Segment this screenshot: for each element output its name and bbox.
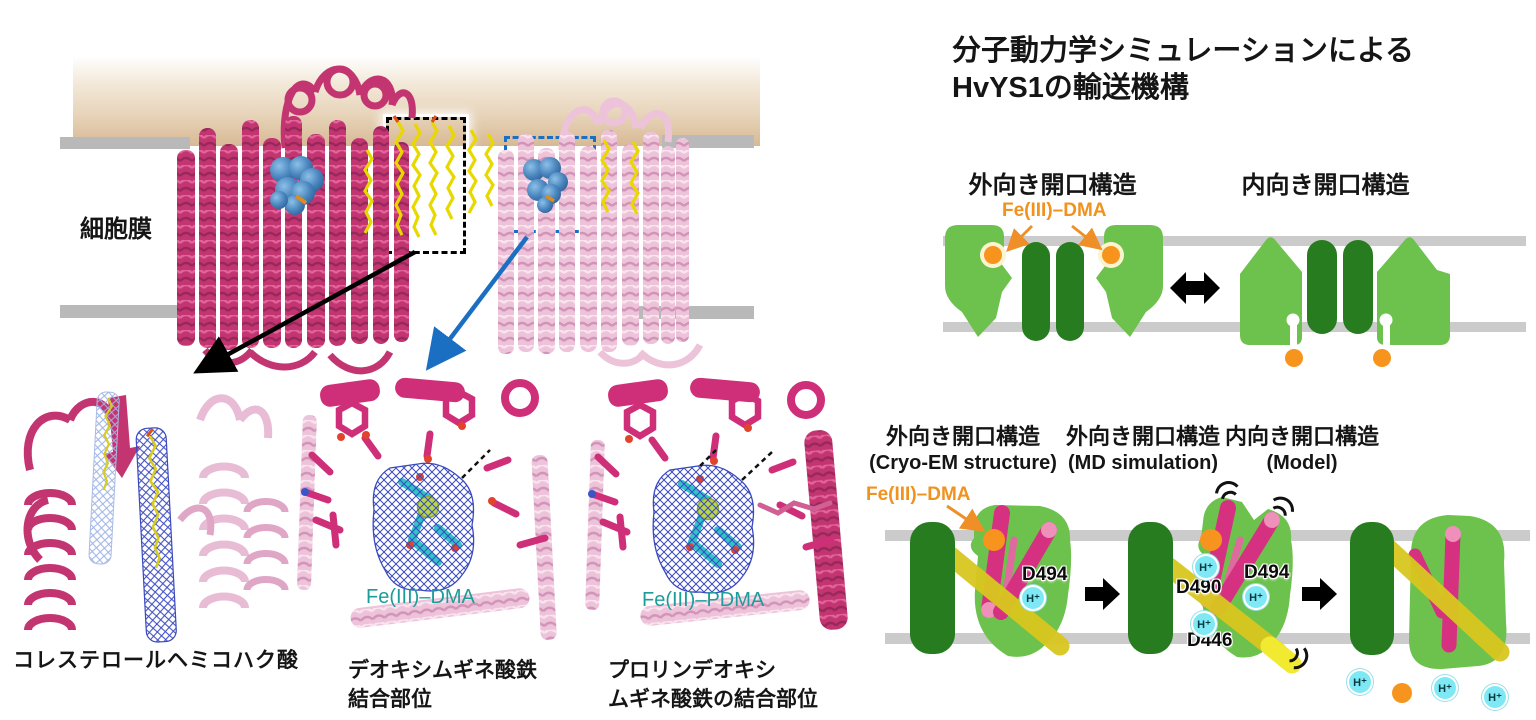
fe-dma-pointer-arrow: [946, 504, 986, 533]
chs-mesh-blue: [135, 427, 177, 643]
state2-label: 外向き開口構造 (MD simulation): [1048, 423, 1238, 477]
step-arrow-icon: [1302, 578, 1337, 610]
membrane-edge-bar: [60, 137, 190, 149]
panel-dma-site: [297, 377, 557, 640]
figure-title-line2: HvYS1の輸送機構: [952, 72, 1189, 104]
state-md: [1128, 478, 1313, 674]
state3-label-jp: 内向き開口構造: [1224, 424, 1379, 449]
residue-d490-state2: D490: [1176, 577, 1222, 598]
membrane-line: [885, 633, 1530, 644]
state1-label-jp: 外向き開口構造: [885, 424, 1040, 449]
h-bond-dashed: [699, 449, 773, 481]
panel3-caption-line2: ムギネ酸鉄の結合部位: [608, 688, 818, 711]
state2-label-jp: 外向き開口構造: [1065, 424, 1220, 449]
residue-d494-state2: D494: [1244, 562, 1290, 583]
outward-open-label-top: 外向き開口構造: [968, 172, 1137, 199]
panel3-caption-line1: プロリンデオキシ: [608, 659, 776, 682]
membrane-edge-bar: [60, 305, 178, 318]
protein-light-pink: [498, 97, 704, 369]
inward-open-state: [1240, 237, 1450, 367]
membrane-line: [943, 322, 1526, 332]
membrane-band: [73, 56, 760, 146]
state-model: [1350, 515, 1510, 703]
panel3-ligand-label: Fe(III)–PDMA: [642, 589, 765, 611]
inward-open-label-top: 内向き開口構造: [1241, 172, 1410, 199]
lipid-sticks: [363, 115, 640, 238]
proton-marker: H⁺: [1434, 677, 1456, 699]
panel2-ligand-label: Fe(III)–DMA: [366, 586, 475, 608]
proton-marker: H⁺: [1349, 671, 1371, 693]
residue-d446-state2: D446: [1187, 630, 1233, 651]
panel3-caption: プロリンデオキシ ムギネ酸鉄の結合部位: [608, 656, 818, 714]
panel2-caption: デオキシムギネ酸鉄 結合部位: [348, 656, 537, 714]
outward-open-state: [945, 224, 1163, 341]
fe-dma-label-bottom: Fe(III)–DMA: [866, 484, 971, 505]
panel-pdma-site: [585, 377, 848, 630]
fe-dma-spheres: [270, 156, 568, 215]
panel2-caption-line1: デオキシムギネ酸鉄: [348, 659, 537, 682]
density-mesh: [652, 464, 755, 594]
membrane-line: [943, 236, 1526, 246]
proton-marker: H⁺: [1195, 556, 1217, 578]
membrane-label: 細胞膜: [80, 216, 152, 243]
h-bond-dashed: [461, 449, 491, 479]
left-structure-graphic: [23, 65, 848, 643]
panel-chs-site: [23, 391, 289, 643]
right-schematic-graphic: [885, 224, 1530, 703]
state2-sublabel: (MD simulation): [1068, 452, 1218, 474]
chs-mesh-light: [88, 391, 120, 565]
proton-marker: H⁺: [1193, 613, 1215, 635]
proton-marker: H⁺: [1245, 586, 1267, 608]
protein-dark-pink: [177, 65, 416, 375]
panel1-caption: コレステロールヘミコハク酸: [13, 649, 299, 672]
figure-title: 分子動力学シミュレーションによる HvYS1の輸送機構: [952, 33, 1414, 107]
residue-d494-state1: D494: [1022, 564, 1068, 585]
proton-marker: H⁺: [1022, 587, 1044, 609]
step-arrow-icon: [1085, 578, 1120, 610]
double-headed-arrow-icon: [1170, 272, 1220, 304]
state1-sublabel: (Cryo-EM structure): [869, 452, 1057, 474]
proton-marker: H⁺: [1484, 686, 1506, 708]
state1-label: 外向き開口構造 (Cryo-EM structure): [868, 423, 1058, 477]
state-cryoem: [910, 505, 1072, 657]
density-mesh: [372, 462, 475, 592]
black-callout-arrow: [193, 250, 417, 374]
figure-title-line1: 分子動力学シミュレーションによる: [952, 35, 1414, 67]
blue-callout-arrow: [425, 235, 529, 371]
fe-dma-label-top: Fe(III)–DMA: [1002, 200, 1107, 221]
state3-sublabel: (Model): [1266, 452, 1338, 474]
panel2-caption-line2: 結合部位: [348, 688, 432, 711]
state3-label: 内向き開口構造 (Model): [1207, 423, 1397, 477]
